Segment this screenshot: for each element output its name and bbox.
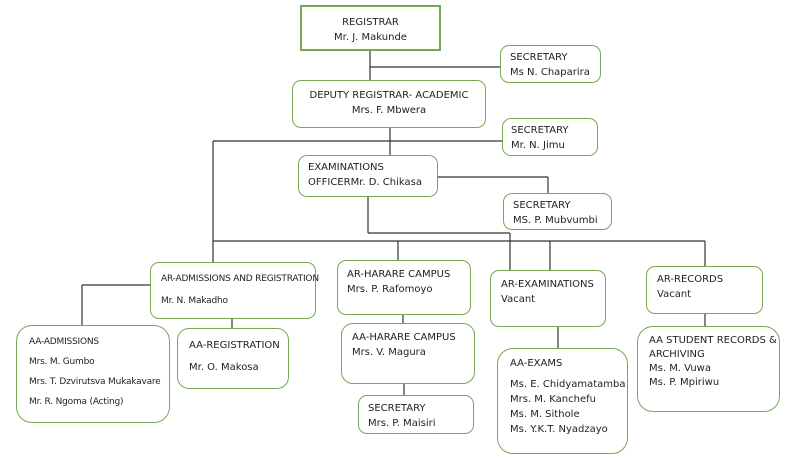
aa-harare-title: AA-HARARE CAMPUS	[352, 332, 456, 343]
examinations-officer-box: EXAMINATIONS OFFICERMr. D. Chikasa	[298, 155, 438, 197]
aa-admissions-title: AA-ADMISSIONS	[29, 337, 99, 347]
harare-secretary-name: Mrs. P. Maisiri	[368, 418, 436, 429]
registrar-secretary-box: SECRETARY Ms N. Chaparira	[500, 45, 601, 83]
aa-student-records-box: AA STUDENT RECORDS & ARCHIVING Ms. M. Vu…	[637, 326, 780, 412]
deputy-title: DEPUTY REGISTRAR- ACADEMIC	[309, 90, 469, 101]
ar-harare-title: AR-HARARE CAMPUS	[347, 269, 451, 280]
ar-admissions-title: AR-ADMISSIONS AND REGISTRATION	[161, 274, 319, 284]
registrar-box: REGISTRAR Mr. J. Makunde	[300, 5, 441, 51]
deputy-registrar-box: DEPUTY REGISTRAR- ACADEMIC Mrs. F. Mbwer…	[292, 80, 486, 128]
aa-harare-name: Mrs. V. Magura	[352, 347, 426, 358]
aa-exams-title: AA-EXAMS	[510, 358, 563, 369]
ar-records-box: AR-RECORDS Vacant	[646, 266, 763, 314]
aa-records-title: AA STUDENT RECORDS &	[649, 335, 777, 346]
aa-records-member: Ms. P. Mpiriwu	[649, 377, 720, 388]
harare-secretary-box: SECRETARY Mrs. P. Maisiri	[358, 395, 474, 434]
ar-harare-box: AR-HARARE CAMPUS Mrs. P. Rafomoyo	[337, 260, 471, 315]
ar-admissions-name: Mr. N. Makadho	[161, 296, 228, 306]
aa-exams-member: Ms. E. Chidyamatamba	[510, 379, 626, 390]
ar-records-name: Vacant	[657, 289, 692, 300]
aa-registration-box: AA-REGISTRATION Mr. O. Makosa	[177, 328, 289, 389]
aa-admissions-member: Mrs. M. Gumbo	[29, 357, 95, 367]
registrar-secretary-title: SECRETARY	[510, 52, 568, 63]
exams-officer-title: EXAMINATIONS	[308, 162, 384, 173]
exams-officer-secretary-name: MS. P. Mubvumbi	[513, 215, 598, 226]
aa-registration-title: AA-REGISTRATION	[189, 340, 280, 351]
aa-admissions-member: Mr. R. Ngoma (Acting)	[29, 397, 124, 407]
aa-exams-box: AA-EXAMS Ms. E. Chidyamatamba Mrs. M. Ka…	[497, 348, 628, 454]
deputy-secretary-name: Mr. N. Jimu	[511, 140, 565, 151]
deputy-name: Mrs. F. Mbwera	[351, 105, 427, 116]
aa-records-title-cont: ARCHIVING	[649, 349, 705, 360]
registrar-title: REGISTRAR	[342, 17, 399, 28]
aa-exams-member: Ms. M. Sithole	[510, 409, 580, 420]
aa-exams-member: Ms. Y.K.T. Nyadzayo	[510, 424, 608, 435]
ar-examinations-box: AR-EXAMINATIONS Vacant	[490, 270, 606, 327]
ar-harare-name: Mrs. P. Rafomoyo	[347, 284, 433, 295]
ar-exams-name: Vacant	[501, 294, 536, 305]
aa-admissions-member: Mrs. T. Dzvirutsva Mukakavare	[29, 377, 161, 387]
aa-registration-name: Mr. O. Makosa	[189, 362, 259, 373]
deputy-secretary-title: SECRETARY	[511, 125, 569, 136]
harare-secretary-title: SECRETARY	[368, 403, 426, 414]
ar-records-title: AR-RECORDS	[657, 274, 724, 285]
exams-officer-secretary-title: SECRETARY	[513, 200, 571, 211]
aa-exams-member: Mrs. M. Kanchefu	[510, 394, 596, 405]
ar-exams-title: AR-EXAMINATIONS	[501, 279, 594, 290]
ar-admissions-box: AR-ADMISSIONS AND REGISTRATION Mr. N. Ma…	[150, 262, 319, 319]
aa-records-member: Ms. M. Vuwa	[649, 363, 711, 374]
deputy-secretary-box: SECRETARY Mr. N. Jimu	[502, 118, 598, 156]
registrar-name: Mr. J. Makunde	[334, 32, 407, 43]
aa-harare-box: AA-HARARE CAMPUS Mrs. V. Magura	[341, 323, 475, 384]
exams-officer-name: OFFICERMr. D. Chikasa	[308, 177, 422, 188]
exams-officer-secretary-box: SECRETARY MS. P. Mubvumbi	[503, 193, 612, 230]
aa-admissions-box: AA-ADMISSIONS Mrs. M. Gumbo Mrs. T. Dzvi…	[16, 325, 170, 423]
registrar-secretary-name: Ms N. Chaparira	[510, 67, 590, 78]
